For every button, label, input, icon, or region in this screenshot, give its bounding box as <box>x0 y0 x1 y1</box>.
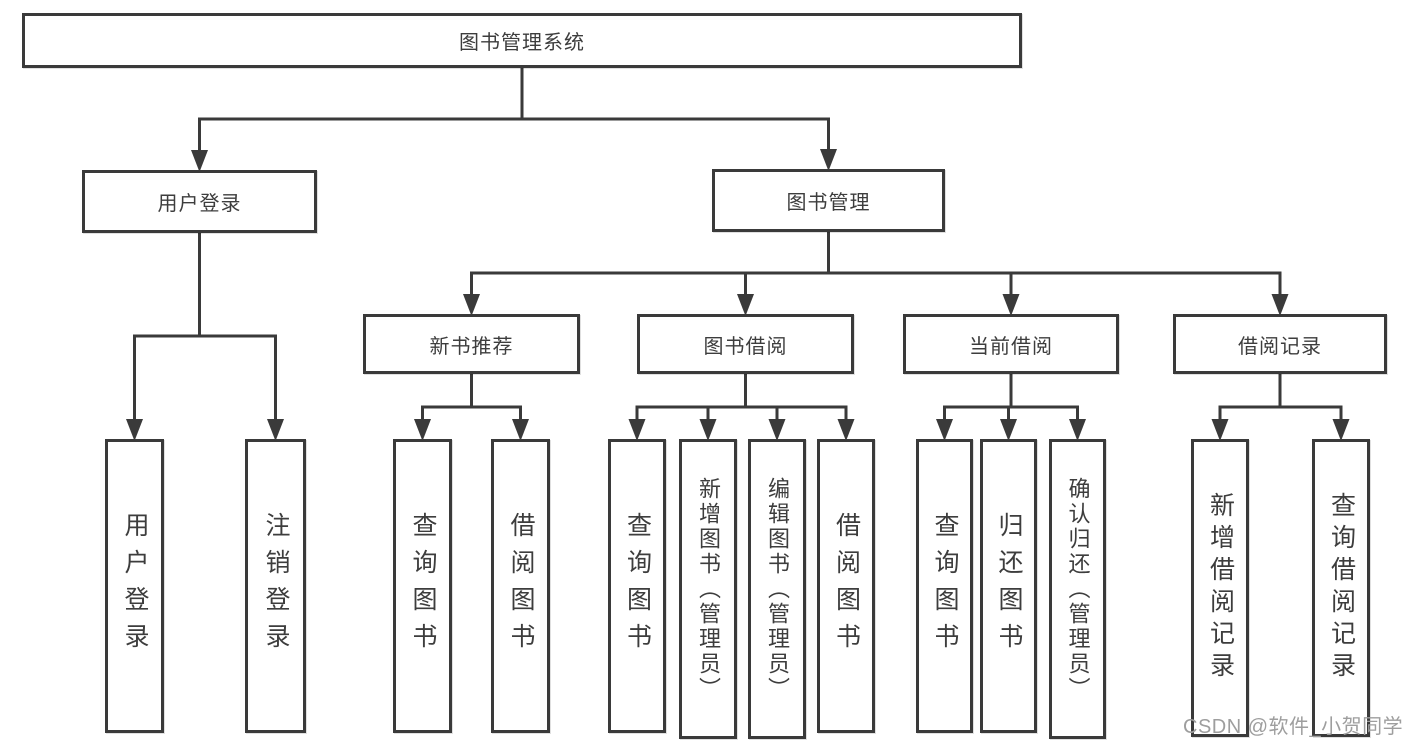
csdn-watermark: CSDN @软件_小贺同学 <box>1183 716 1404 738</box>
node-current-borrow: 当前借阅 <box>903 314 1119 374</box>
node-query-books-current: 查询图书 <box>916 439 973 733</box>
node-edit-books-admin: 编辑图书（管理员） <box>748 439 806 739</box>
node-query-books-rec: 查询图书 <box>393 439 452 733</box>
node-book-borrow: 图书借阅 <box>637 314 854 374</box>
node-user-login: 用户登录 <box>82 170 317 233</box>
node-add-books-admin: 新增图书（管理员） <box>679 439 737 739</box>
node-root: 图书管理系统 <box>22 13 1022 68</box>
node-borrow-books-rec: 借阅图书 <box>491 439 550 733</box>
node-book-mgmt: 图书管理 <box>712 169 945 232</box>
node-logout-leaf: 注销登录 <box>245 439 306 733</box>
node-query-borrow-record: 查询借阅记录 <box>1312 439 1370 737</box>
node-query-books-borrow: 查询图书 <box>608 439 666 733</box>
node-return-books: 归还图书 <box>980 439 1037 733</box>
node-new-book-rec: 新书推荐 <box>363 314 580 374</box>
node-add-borrow-record: 新增借阅记录 <box>1191 439 1249 737</box>
node-borrow-books-leaf: 借阅图书 <box>817 439 875 733</box>
node-confirm-return-admin: 确认归还（管理员） <box>1049 439 1106 739</box>
node-borrow-records: 借阅记录 <box>1173 314 1387 374</box>
node-login-leaf: 用户登录 <box>105 439 164 733</box>
